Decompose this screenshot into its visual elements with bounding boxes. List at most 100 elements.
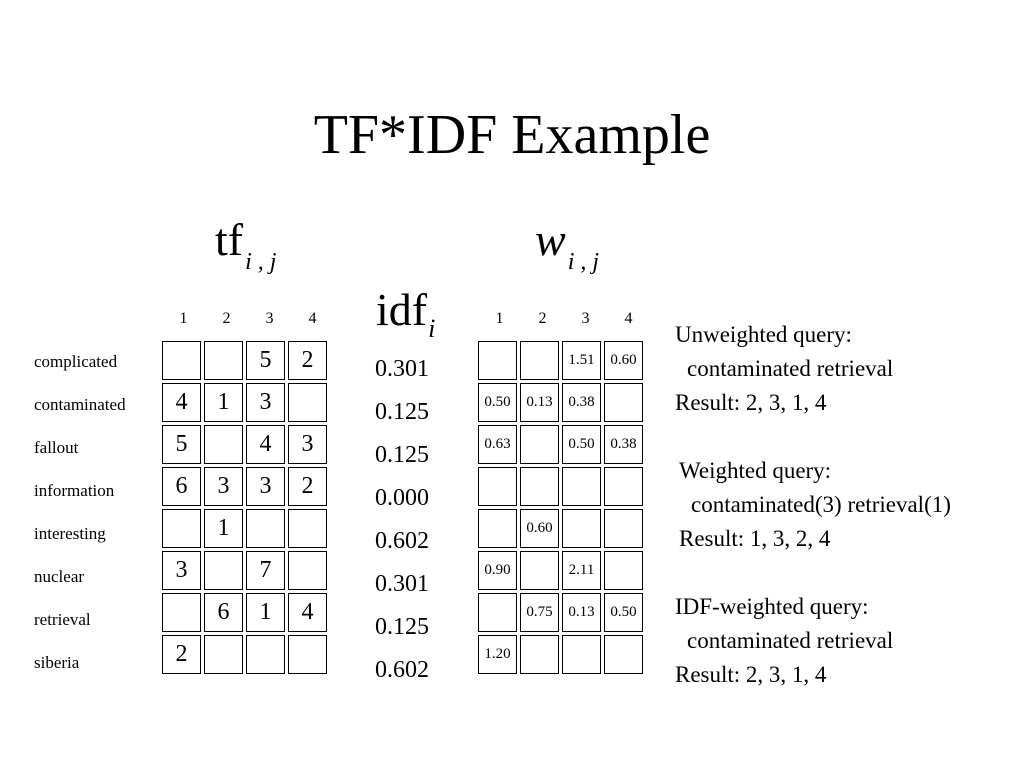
query-heading: IDF-weighted query: [675,594,869,619]
idf-weighted-query-block: IDF-weighted query: contaminated retriev… [675,590,893,692]
w-cell [562,467,601,506]
w-cell [520,467,559,506]
tf-cell [204,425,243,464]
w-cell [520,425,559,464]
tf-cell: 4 [288,593,327,632]
term-label: nuclear [34,567,85,586]
idf-value: 0.125 [375,442,429,468]
tf-col-number: 3 [265,310,274,327]
term-label: fallout [34,438,79,457]
query-terms: contaminated retrieval [687,356,894,381]
w-cell [478,467,517,506]
w-cell: 2.11 [562,551,601,590]
w-cell: 0.90 [478,551,517,590]
idf-value: 0.125 [375,614,429,640]
w-cell: 0.50 [478,383,517,422]
w-cell [604,635,643,674]
w-heading-subscript: i , j [567,249,600,275]
idf-values: 0.301 0.125 0.125 0.000 0.602 0.301 0.12… [375,348,429,692]
w-cell: 0.63 [478,425,517,464]
w-cell [562,509,601,548]
query-result: Result: 1, 3, 2, 4 [679,526,831,551]
w-cell: 0.38 [562,383,601,422]
tf-cell: 2 [288,467,327,506]
tf-col-number: 4 [308,310,317,327]
w-col-number: 4 [624,310,633,327]
w-cell [520,551,559,590]
query-result: Result: 2, 3, 1, 4 [675,662,827,687]
w-cell [478,341,517,380]
w-heading: wi , j [535,212,599,290]
w-cell: 1.20 [478,635,517,674]
tf-cell [162,509,201,548]
term-label: retrieval [34,610,91,629]
w-cell: 0.13 [562,593,601,632]
tf-column-numbers: 1 2 3 4 [162,309,334,329]
term-label: complicated [34,352,118,371]
idf-value: 0.602 [375,657,429,683]
w-cell: 0.60 [604,341,643,380]
w-cell [604,509,643,548]
tf-cell: 6 [204,593,243,632]
idf-value: 0.301 [375,571,429,597]
w-cell [478,593,517,632]
query-heading: Unweighted query: [675,322,852,347]
w-cell: 0.50 [604,593,643,632]
w-cell: 0.60 [520,509,559,548]
idf-value: 0.301 [375,356,429,382]
query-result: Result: 2, 3, 1, 4 [675,390,827,415]
idf-heading-subscript: i [428,314,436,343]
tf-row: 2 [162,635,327,674]
w-column-numbers: 1 2 3 4 [478,309,650,329]
tf-cell: 5 [246,341,285,380]
weighted-query-block: Weighted query: contaminated(3) retrieva… [679,454,951,556]
term-labels: complicated contaminated fallout informa… [34,340,126,684]
tf-cell: 3 [246,383,285,422]
tf-cell: 3 [162,551,201,590]
w-cell [604,551,643,590]
tf-cell: 6 [162,467,201,506]
tf-cell: 2 [288,341,327,380]
tf-cell [288,551,327,590]
tf-cell: 1 [204,383,243,422]
idf-heading-base: idf [376,284,428,335]
w-col-number: 3 [581,310,590,327]
tf-cell [162,593,201,632]
term-label: siberia [34,653,80,672]
tf-cell [288,635,327,674]
term-label: contaminated [34,395,126,414]
tf-cell [246,509,285,548]
w-cell: 0.50 [562,425,601,464]
slide-title: TF*IDF Example [313,104,711,166]
tf-cell [204,635,243,674]
idf-heading: idfi [376,282,435,357]
tf-heading-base: tf [215,214,244,265]
tf-cell [246,635,285,674]
w-heading-base: w [535,214,566,265]
w-cell: 0.38 [604,425,643,464]
tf-cell [162,341,201,380]
w-cell [520,635,559,674]
tf-cell: 2 [162,635,201,674]
tf-cell [288,383,327,422]
idf-value: 0.602 [375,528,429,554]
tf-heading-subscript: i , j [245,249,277,275]
tf-cell: 3 [204,467,243,506]
w-col-number: 1 [495,310,504,327]
tf-col-number: 1 [179,310,188,327]
w-cell: 1.51 [562,341,601,380]
w-row: 0.90 2.11 [478,551,643,590]
tf-cell [204,341,243,380]
term-label: information [34,481,115,500]
term-label: interesting [34,524,106,543]
tf-cell: 1 [204,509,243,548]
